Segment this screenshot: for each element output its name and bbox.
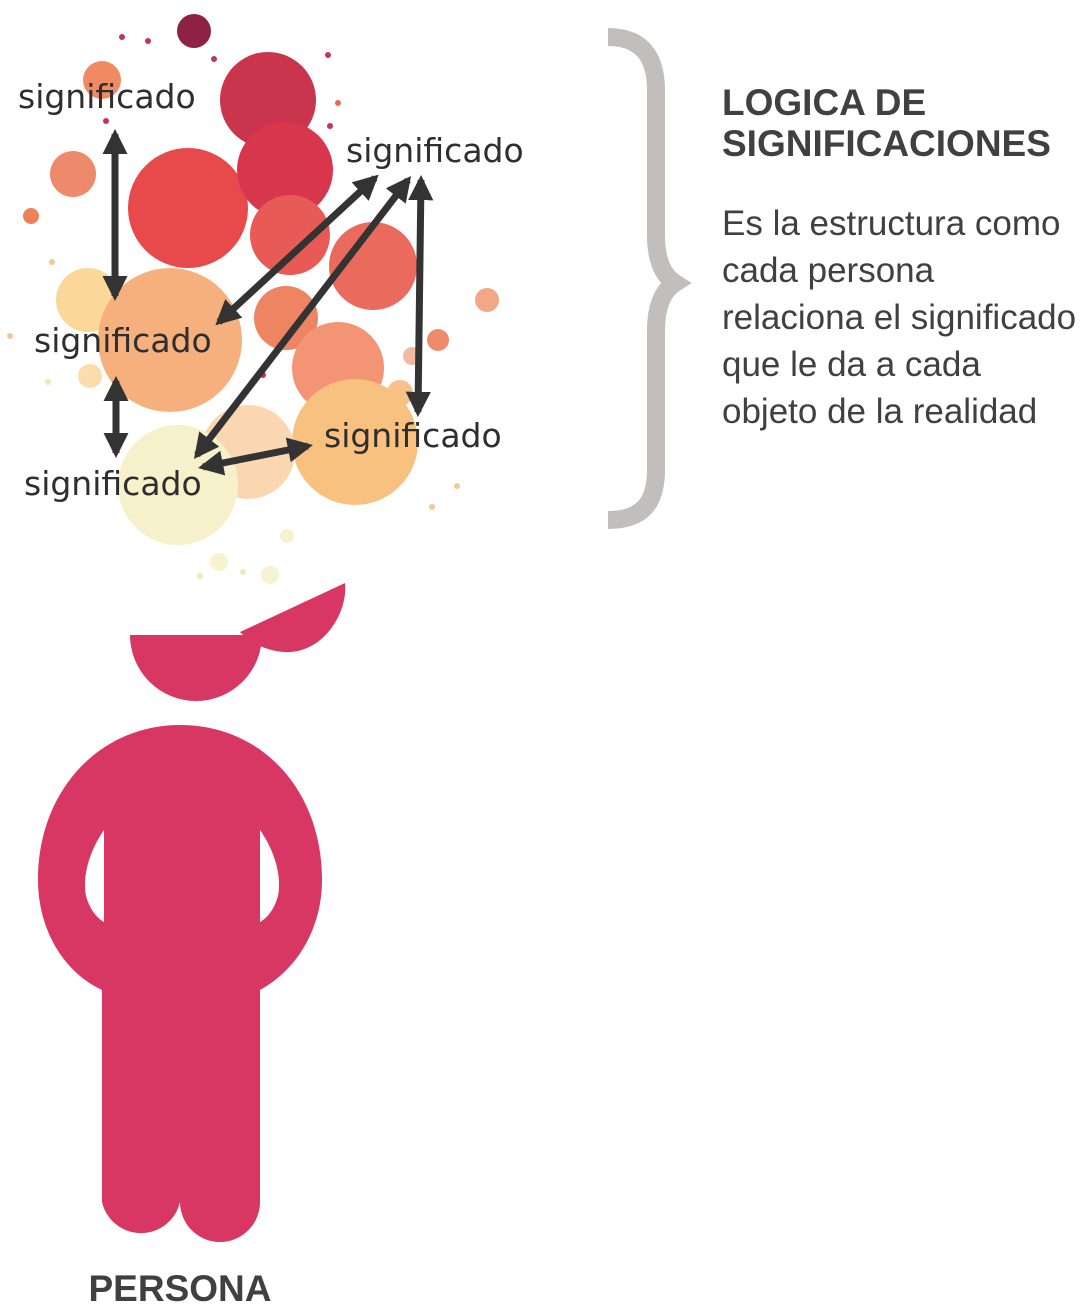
heading-line-1: LOGICA DE [722,82,927,123]
person-label: PERSONA [88,1268,272,1309]
heading-line-2: SIGNIFICACIONES [722,123,1051,164]
curly-brace [607,28,692,529]
diagram-heading: LOGICA DE SIGNIFICACIONES [722,82,1082,164]
person-left-arm-gap [84,830,104,922]
arrow-bottom-left-to-bottom-right [198,437,313,476]
person-body [38,725,322,1242]
person-right-arm-gap [260,830,280,922]
meaning-label-bottom-right: significado [324,416,502,455]
person-cap-visor [240,583,346,653]
meaning-labels: significado significado significado sign… [18,77,524,503]
person-figure [38,583,346,1242]
relation-arrows [102,128,434,476]
meaning-label-bottom-left: significado [24,464,202,503]
arrow-top-right-to-bottom-right [405,174,434,418]
person-head [130,635,262,701]
meaning-label-middle-left: significado [34,321,212,360]
diagram-description: Es la estructura como cada persona relac… [722,204,1077,431]
meaning-label-top-left: significado [18,77,196,116]
meaning-label-top-right: significado [346,131,524,170]
arrow-top-right-to-bottom-left [193,176,412,459]
